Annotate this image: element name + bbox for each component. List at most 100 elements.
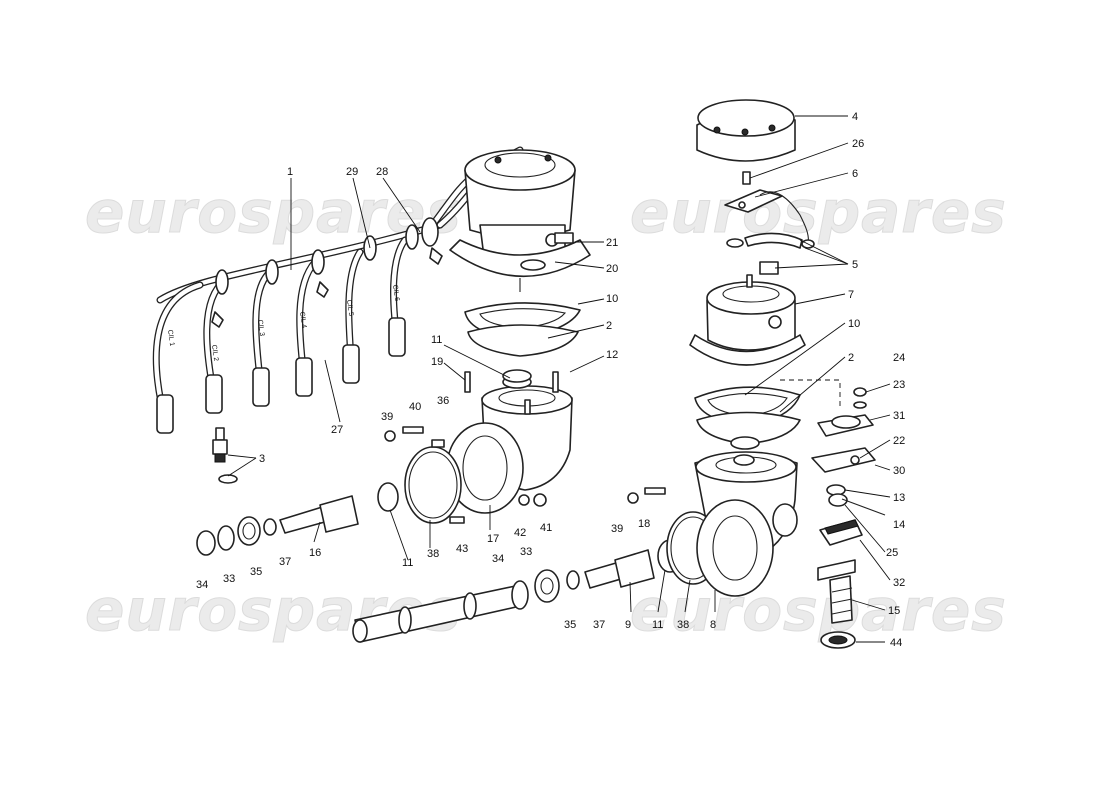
callout-11-right: 11: [652, 619, 663, 631]
callout-27: 27: [331, 424, 343, 436]
plug-boot: [388, 317, 406, 357]
callout-13: 13: [893, 492, 905, 504]
harness-clip: [405, 224, 419, 250]
circlip-37: [263, 518, 277, 536]
callout-11-left: 11: [431, 334, 442, 346]
callout-12: 12: [606, 349, 618, 361]
circlip-34-left: [196, 530, 216, 556]
left-drive-housing: [446, 369, 573, 514]
callout-36: 36: [437, 395, 449, 407]
plug-boot: [295, 357, 313, 397]
callout-38-left: 38: [427, 548, 439, 560]
callout-21: 21: [606, 237, 618, 249]
leader-38-right: [684, 579, 691, 613]
leader-11-left: [443, 344, 511, 379]
callout-43: 43: [456, 543, 468, 555]
leader-5a: [799, 239, 849, 265]
pin-14: [841, 498, 886, 516]
callout-1: 1: [287, 166, 293, 178]
clip-set-5: [726, 232, 815, 275]
nut-41: [533, 493, 547, 507]
callout-2-left: 2: [606, 320, 612, 332]
gasket-38-left: [404, 446, 462, 524]
leader-11-mid: [389, 509, 409, 561]
leader-28: [382, 177, 421, 233]
callout-39-left: 39: [381, 411, 393, 423]
leader-6: [754, 172, 849, 198]
callout-31: 31: [893, 410, 905, 422]
cable-marking: CIL 5: [345, 299, 354, 316]
callout-9: 9: [625, 619, 631, 631]
callout-30: 30: [893, 465, 905, 477]
callout-22: 22: [893, 435, 905, 447]
nut-22: [850, 455, 860, 465]
cable-markings: CIL 1 CIL 2 CIL 3 CIL 4 CIL 5 CIL 6: [166, 284, 400, 361]
nut-24: [853, 387, 867, 397]
washer-42: [518, 494, 530, 506]
small-fasteners-right: [627, 487, 666, 504]
leader-30: [874, 464, 891, 471]
harness-clips: [215, 217, 439, 295]
distributor-plate-left: [467, 324, 579, 357]
leader-13: [844, 489, 891, 498]
callout-20: 20: [606, 263, 618, 275]
callout-26: 26: [852, 138, 864, 150]
harness-clip: [421, 217, 439, 247]
stud-43: [449, 516, 465, 524]
callout-33-left: 33: [223, 573, 235, 585]
oil-seal-11-left: [377, 482, 399, 512]
callout-11-mid: 11: [402, 557, 413, 569]
callout-15: 15: [888, 605, 900, 617]
washer-23: [853, 401, 867, 409]
callout-7: 7: [848, 289, 854, 301]
leader-lines: [227, 115, 891, 643]
callout-17: 17: [487, 533, 499, 545]
watermark-bottom-right: eurospares: [630, 576, 1007, 644]
callout-32: 32: [893, 577, 905, 589]
terminal-tag: [316, 281, 329, 298]
bolt-18: [644, 487, 666, 495]
leader-5c: [804, 247, 849, 265]
bolt-40: [402, 426, 424, 434]
leader-11-right: [657, 569, 666, 613]
leader-27: [324, 359, 341, 423]
leader-15: [851, 599, 886, 611]
cable-marking: CIL 2: [210, 344, 219, 361]
screw-26: [742, 171, 751, 185]
right-distributor-cap: [696, 99, 796, 162]
terminal-tag: [211, 311, 224, 328]
leader-23: [865, 383, 891, 393]
callout-42: 42: [514, 527, 526, 539]
leader-7: [794, 293, 846, 305]
callout-44: 44: [890, 637, 902, 649]
harness-clip: [215, 269, 229, 295]
pump-drive-parts: [780, 379, 886, 649]
callout-34-left: 34: [196, 579, 208, 591]
left-distributor-cap: [464, 149, 576, 239]
distributor-plate-right: [696, 411, 801, 445]
callout-10-left: 10: [606, 293, 618, 305]
bearing-35-left: [237, 516, 261, 546]
plug-boot: [342, 344, 360, 384]
callout-14: 14: [893, 519, 905, 531]
callout-37-left: 37: [279, 556, 291, 568]
camshaft: [352, 580, 529, 643]
dowel-36: [431, 439, 445, 448]
callout-34-mid: 34: [492, 553, 504, 565]
callout-2-right: 2: [848, 352, 854, 364]
callout-3: 3: [259, 453, 265, 465]
plug-boot: [252, 367, 270, 407]
leader-5b: [774, 263, 849, 269]
leader-10-right: [744, 322, 846, 396]
callout-25: 25: [886, 547, 898, 559]
bearing-35-right: [534, 569, 560, 603]
harness-clip: [311, 249, 325, 275]
callout-8: 8: [710, 619, 716, 631]
callout-16: 16: [309, 547, 321, 559]
leader-2-left: [547, 324, 605, 339]
leader-12: [569, 355, 605, 373]
washer-39: [384, 430, 396, 442]
leader-31: [869, 414, 891, 421]
leader-25: [844, 504, 886, 553]
callout-10-right: 10: [848, 318, 860, 330]
